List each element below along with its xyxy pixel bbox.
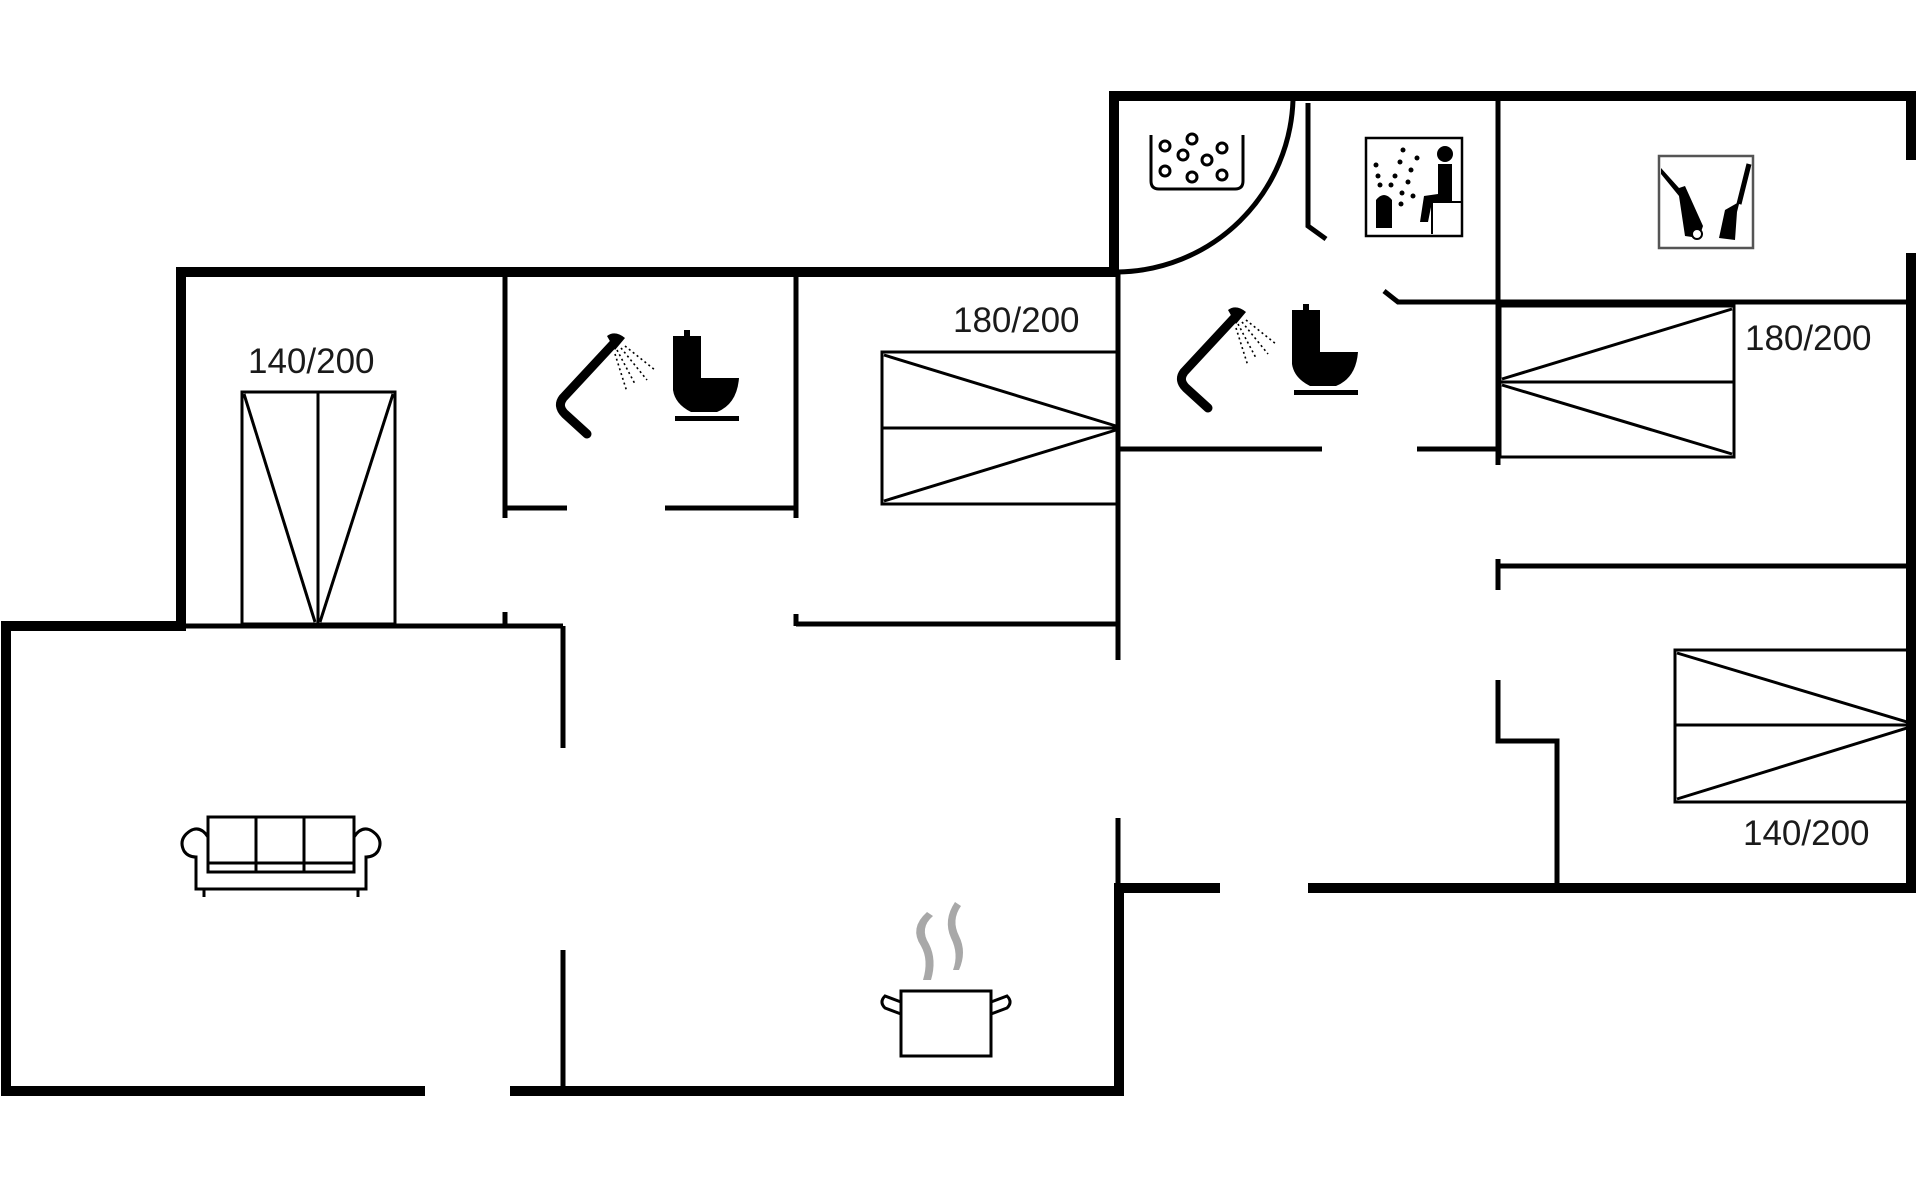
wall-bedroom4-closet [1495,680,1560,888]
bed-2-diag-bottom [883,428,1117,503]
shower-icon [555,333,656,439]
cooking-pot-icon [880,902,1012,1058]
bed-2-diag-top [883,353,1117,428]
bed-1-diag-left [242,393,317,623]
outer-walls [1,91,1916,1096]
vacuum-cleaner-icon [1657,154,1755,250]
steam-icon [916,912,934,980]
spa-door-arc [1117,99,1296,275]
toilet-icon [1292,304,1358,395]
bathroom-2-fixtures [1176,304,1358,413]
wall-sauna-left [1305,103,1328,242]
bed-2 [880,350,1120,506]
bed-1 [240,390,397,626]
bed-3-diag-top [1501,307,1733,381]
bed-3-size-label: 180/200 [1745,319,1872,358]
sauna-icon [1364,136,1464,238]
bed-4 [1673,648,1911,804]
bed-4-diag-bottom [1676,726,1908,801]
bed-1-size-label: 140/200 [248,342,375,381]
sofa-icon [180,815,382,897]
bed-4-diag-top [1676,651,1908,724]
bed-3-diag-bottom [1501,383,1733,456]
whirlpool-icon [1149,132,1245,191]
shower-icon [1176,307,1277,413]
bathroom-1-fixtures [555,330,739,439]
interior-walls [181,96,1911,1091]
wall-sauna-bottom [1382,289,1498,305]
bed-2-size-label: 180/200 [953,301,1080,340]
bed-4-size-label: 140/200 [1743,814,1870,853]
toilet-icon [673,330,739,421]
bed-1-diag-right [318,393,395,623]
bed-3 [1498,304,1736,459]
